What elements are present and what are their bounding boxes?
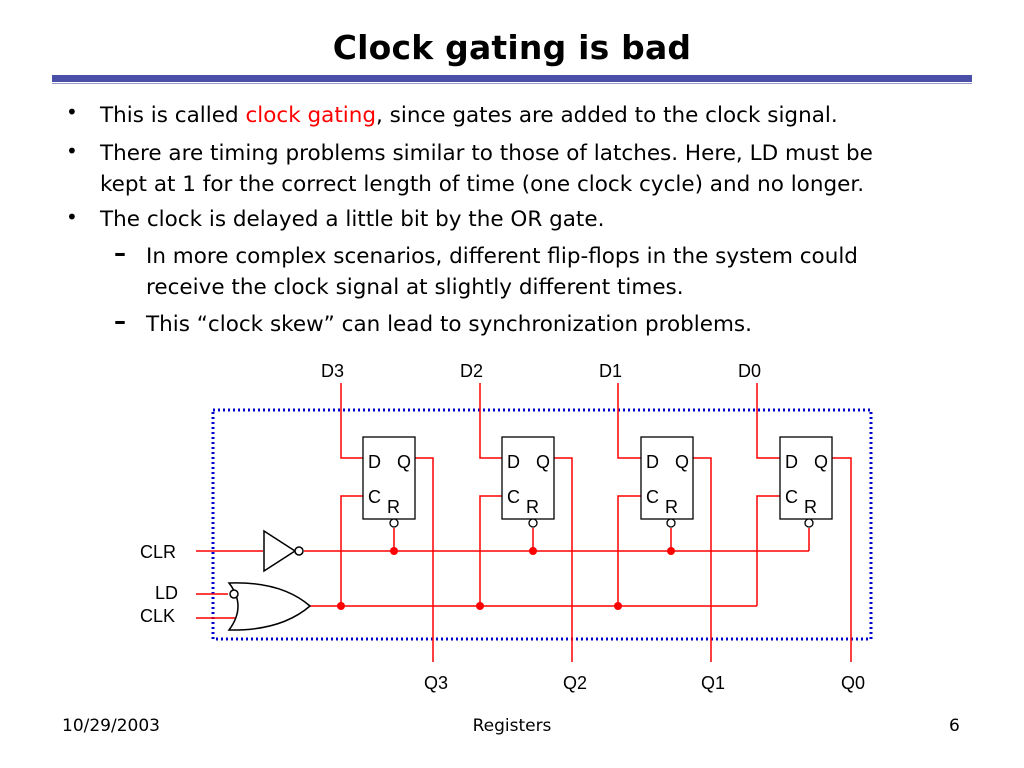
bullet-marker: •	[66, 205, 78, 229]
input-label-d3: D3	[321, 361, 344, 381]
ff-pin-d: D	[785, 452, 798, 472]
input-label-d1: D1	[599, 361, 622, 381]
ff-pin-c: C	[507, 487, 520, 507]
title-divider	[52, 75, 972, 82]
wire-junctions	[337, 547, 675, 610]
output-label-q1: Q1	[701, 673, 725, 693]
control-label-ld: LD	[155, 583, 178, 603]
ff-pin-q: Q	[397, 452, 411, 472]
bullet-1-post: , since gates are added to the clock sig…	[376, 103, 838, 128]
footer-section: Registers	[472, 716, 552, 736]
control-label-clk: CLK	[140, 606, 175, 626]
clr-inverter	[263, 529, 304, 573]
bullet-3: The clock is delayed a little bit by the…	[100, 207, 605, 232]
ff-pin-q: Q	[814, 452, 828, 472]
output-label-q0: Q0	[841, 673, 865, 693]
bullet-marker: •	[66, 139, 78, 163]
footer-date: 10/29/2003	[62, 716, 160, 736]
flip-flop-3: D Q C R	[362, 436, 416, 528]
ff-pin-q: Q	[675, 452, 689, 472]
bullet-2-line-2: kept at 1 for the correct length of time…	[100, 172, 865, 197]
ff-pin-q: Q	[536, 452, 550, 472]
flip-flop-2: D Q C R	[501, 436, 555, 528]
clock-or-gate	[227, 582, 312, 631]
flip-flop-0: D Q C R	[779, 436, 833, 528]
bullet-1-highlight: clock gating	[245, 103, 376, 128]
bullet-1-pre: This is called	[100, 103, 246, 128]
ff-pin-c: C	[785, 487, 798, 507]
input-label-d0: D0	[738, 361, 761, 381]
ff-pin-c: C	[368, 487, 381, 507]
ff-pin-r: R	[804, 497, 817, 517]
subbullet-2: This “clock skew” can lead to synchroniz…	[146, 312, 752, 337]
subbullet-marker: –	[114, 239, 126, 267]
bullet-2-line-1: There are timing problems similar to tho…	[100, 141, 873, 166]
ff-pin-c: C	[646, 487, 659, 507]
subbullet-1-line-1: In more complex scenarios, different fli…	[146, 244, 858, 269]
slide-title: Clock gating is bad	[332, 28, 692, 67]
ff-pin-r: R	[387, 497, 400, 517]
control-label-clr: CLR	[140, 542, 176, 562]
subbullet-1-line-2: receive the clock signal at slightly dif…	[146, 275, 684, 300]
title-divider-shadow	[52, 83, 972, 84]
ff-pin-d: D	[507, 452, 520, 472]
circuit-wires	[196, 383, 852, 662]
bullet-1: This is called clock gating, since gates…	[100, 100, 980, 131]
bullet-marker: •	[66, 100, 78, 124]
register-boundary	[211, 408, 873, 641]
ff-pin-r: R	[665, 497, 678, 517]
flip-flop-1: D Q C R	[640, 436, 694, 528]
ff-pin-d: D	[646, 452, 659, 472]
subbullet-1: In more complex scenarios, different fli…	[146, 241, 986, 303]
output-label-q2: Q2	[563, 673, 587, 693]
output-label-q3: Q3	[424, 673, 448, 693]
ff-pin-r: R	[526, 497, 539, 517]
ff-pin-d: D	[368, 452, 381, 472]
input-label-d2: D2	[460, 361, 483, 381]
subbullet-marker: –	[114, 307, 126, 335]
footer-page-number: 6	[949, 716, 960, 736]
bullet-2: There are timing problems similar to tho…	[100, 138, 980, 200]
